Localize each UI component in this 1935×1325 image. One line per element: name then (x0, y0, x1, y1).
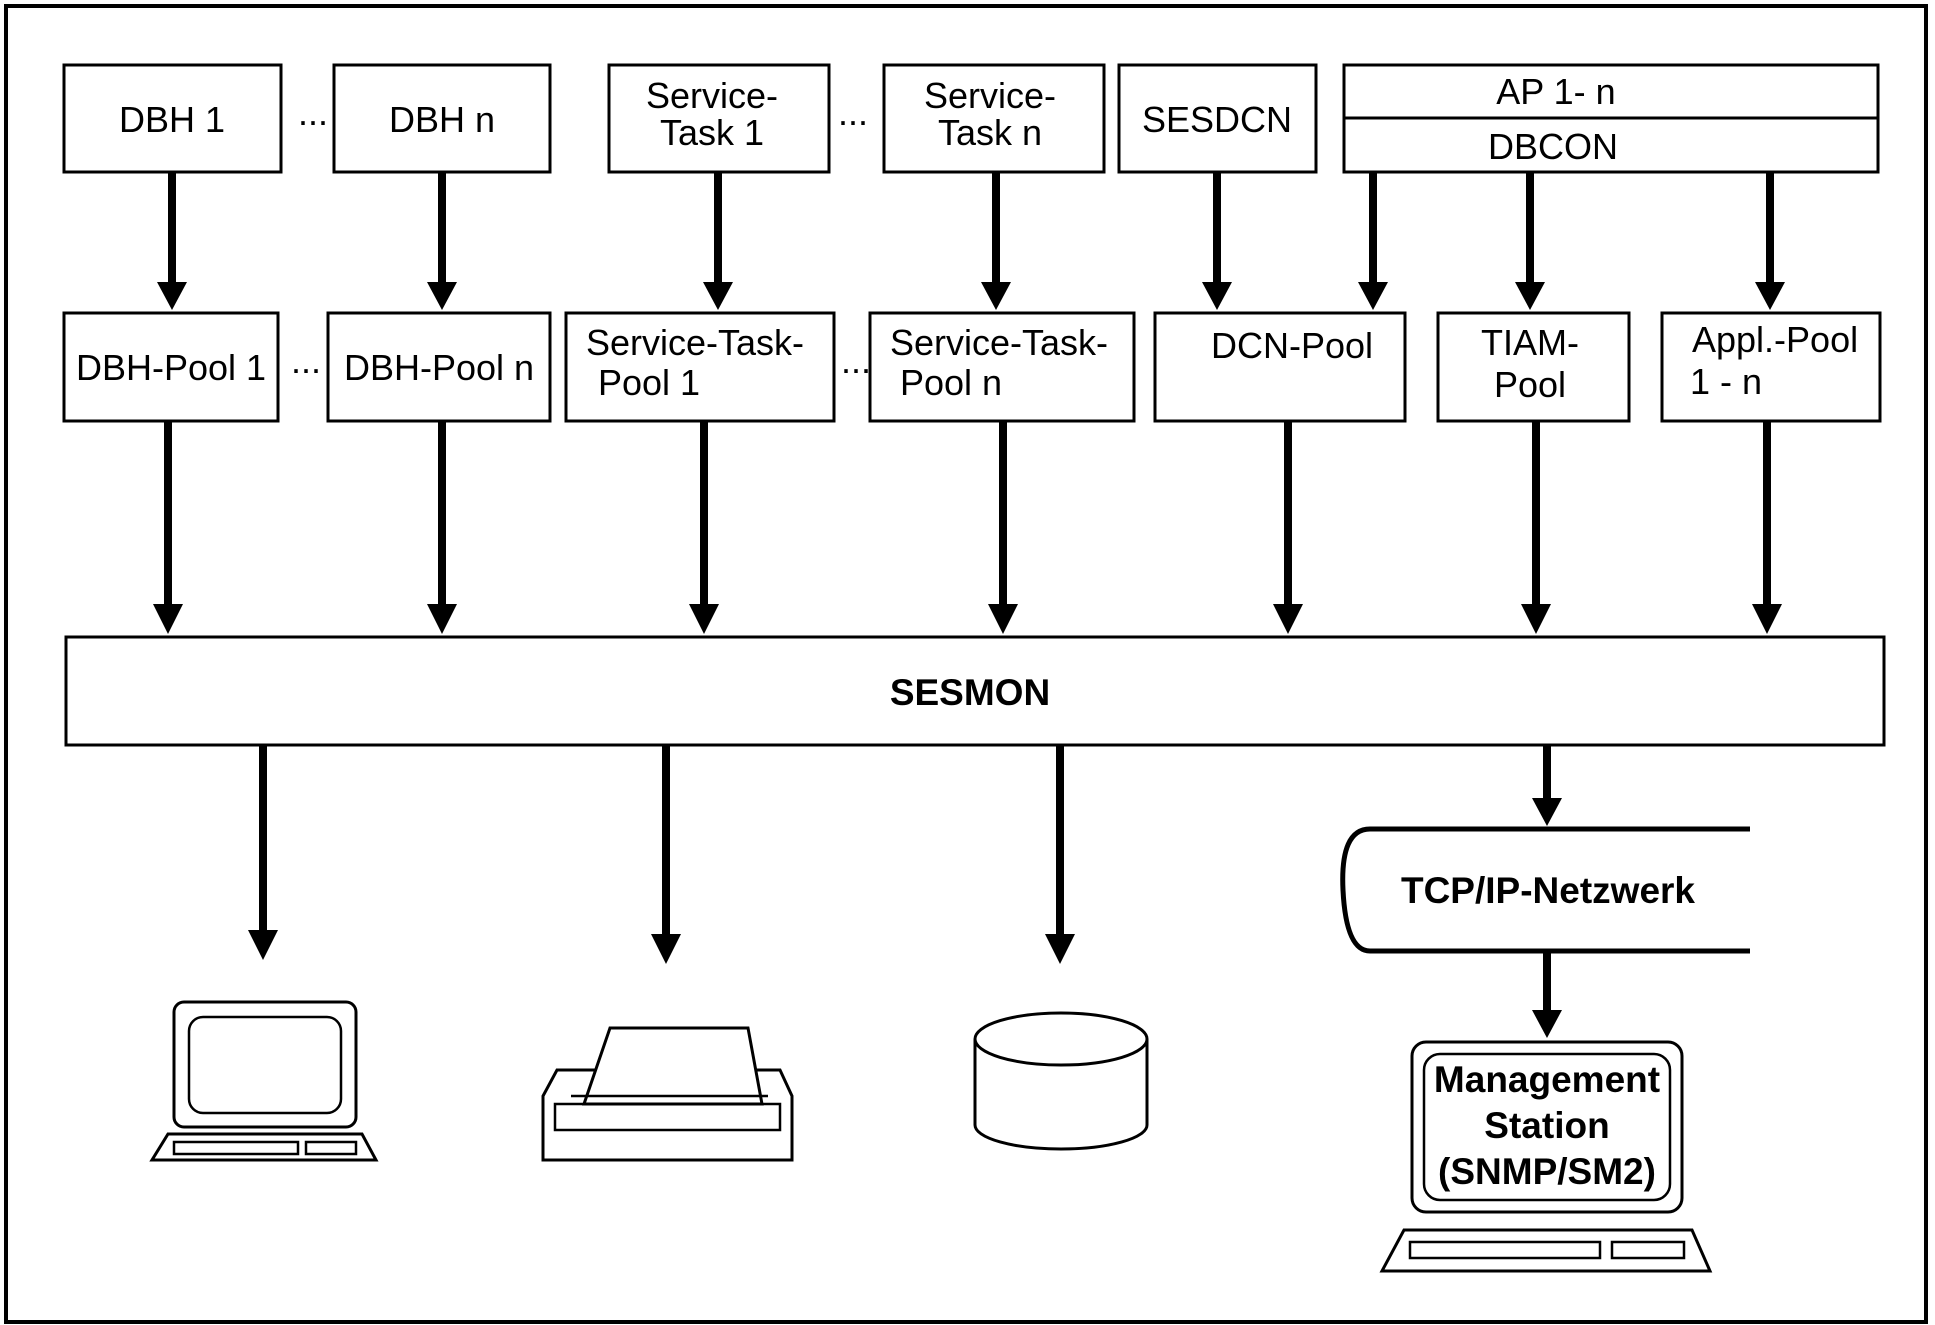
ellipsis-service-task-pool: ... (841, 340, 871, 381)
ellipsis-dbh-pool: ... (291, 340, 321, 381)
disk-icon (973, 1011, 1149, 1151)
service-task-n-label: Service-Task n (924, 75, 1056, 153)
service-task-n-box: Service-Task n (882, 63, 1106, 174)
arrow-stn-to-pool (981, 172, 1011, 310)
tcpip-network-label: TCP/IP-Netzwerk (1401, 870, 1695, 911)
dbh-n-box: DBH n (332, 63, 552, 174)
service-task-1-label: Service-Task 1 (646, 75, 778, 153)
ap-label: AP 1- n (1496, 71, 1615, 112)
tcpip-network: TCP/IP-Netzwerk (1340, 826, 1750, 954)
service-task-pool-n-box: Service-Task-Pool n (868, 311, 1136, 423)
arrow-st1-to-pool (703, 172, 733, 310)
terminal-icon (149, 1000, 379, 1162)
tiam-pool-label: TIAM-Pool (1481, 322, 1579, 405)
dbh-pool-n-label: DBH-Pool n (344, 347, 534, 388)
arrow-sesdcn-to-dcnpool (1202, 172, 1232, 310)
arrow-sesmon-to-printer (651, 745, 681, 964)
service-task-pool-1-label: Service-Task-Pool 1 (586, 322, 804, 403)
arrow-tiampool-to-sesmon (1521, 421, 1551, 634)
arrow-dbhn-to-pool (427, 172, 457, 310)
dbh-1-box: DBH 1 (62, 63, 283, 174)
ap-dbcon-box: AP 1- n DBCON (1342, 63, 1880, 174)
outer-frame (4, 4, 1928, 1324)
dbh-pool-1-box: DBH-Pool 1 (62, 311, 280, 423)
sesmon-box: SESMON (64, 635, 1886, 747)
dbh-n-label: DBH n (389, 99, 495, 140)
arrow-stpool1-to-sesmon (689, 421, 719, 634)
dcn-pool-label: DCN-Pool (1211, 325, 1373, 366)
sesmon-label: SESMON (890, 672, 1050, 713)
tiam-pool-box: TIAM-Pool (1436, 311, 1631, 423)
ellipsis-service-task: ... (838, 92, 868, 133)
arrow-network-to-management (1532, 951, 1562, 1038)
arrow-dbcon-to-tiampool (1515, 172, 1545, 310)
arrow-sesmon-to-network (1532, 745, 1562, 826)
arrow-dbh1-to-pool (157, 172, 187, 310)
sesdcn-box: SESDCN (1117, 63, 1318, 174)
arrow-dbhpooln-to-sesmon (427, 421, 457, 634)
service-task-1-box: Service-Task 1 (607, 63, 831, 174)
arrow-sesmon-to-terminal (248, 745, 278, 960)
service-task-pool-n-label: Service-Task-Pool n (890, 322, 1108, 403)
dbh-pool-n-box: DBH-Pool n (326, 311, 552, 423)
dbh-pool-1-label: DBH-Pool 1 (76, 347, 266, 388)
arrow-sesmon-to-disk (1045, 745, 1075, 964)
ellipsis-dbh: ... (298, 92, 328, 133)
dbh-1-label: DBH 1 (119, 99, 225, 140)
arrow-dbcon-to-applpool (1755, 172, 1785, 310)
arrow-dbcon-to-dcnpool (1358, 172, 1388, 310)
arrow-dcnpool-to-sesmon (1273, 421, 1303, 634)
dbcon-label: DBCON (1488, 126, 1618, 167)
arrow-applpool-to-sesmon (1752, 421, 1782, 634)
printer-icon (541, 1026, 794, 1162)
sesdcn-label: SESDCN (1142, 99, 1292, 140)
service-task-pool-1-box: Service-Task-Pool 1 (564, 311, 836, 423)
arrow-dbhpool1-to-sesmon (153, 421, 183, 634)
dcn-pool-box: DCN-Pool (1153, 311, 1407, 423)
arrow-stpooln-to-sesmon (988, 421, 1018, 634)
